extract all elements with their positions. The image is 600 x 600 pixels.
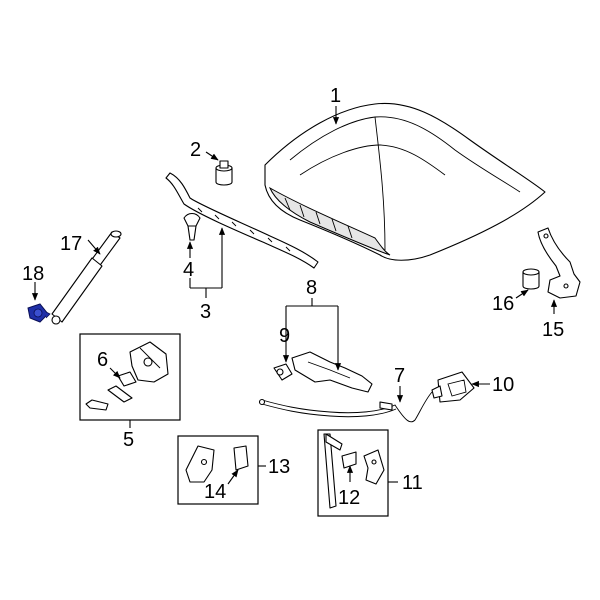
latch-bolt[interactable] [85,399,109,411]
prop-rod-bracket[interactable] [363,449,385,485]
callout-8: 8 [306,277,317,299]
hood-support-strut[interactable] [51,230,122,325]
latch-striker-part-6[interactable] [107,371,137,403]
callout-11: 11 [402,472,423,494]
prop-rod-holder-part-12[interactable] [341,451,357,469]
prop-rod[interactable] [323,433,343,509]
callout-15: 15 [542,319,564,341]
callout-14: 14 [204,481,226,503]
callout-6: 6 [97,349,108,371]
callout-17: 17 [60,233,82,255]
release-handle[interactable] [431,371,475,403]
callout-1: 1 [330,85,341,107]
callout-7: 7 [394,365,405,387]
side-bumper[interactable] [522,268,540,290]
hood-panel[interactable] [264,102,546,261]
prop-rod-box [317,429,389,517]
callout-2: 2 [190,139,201,161]
callout-labels: 1 2 3 4 5 6 7 8 9 10 11 12 13 14 15 16 1… [22,85,564,509]
leader-lines [31,106,558,485]
hood-bumper[interactable] [215,160,233,186]
latch-support-bracket[interactable] [291,351,373,393]
callout-16: 16 [492,293,514,315]
callout-13: 13 [268,456,290,478]
hood-seal-strip[interactable] [165,172,319,269]
safety-catch[interactable] [185,445,215,483]
hood-latch[interactable] [129,341,169,383]
seal-clip[interactable] [183,212,201,241]
ball-stud-highlighted[interactable] [27,303,51,323]
callout-18: 18 [22,263,44,285]
callout-5: 5 [123,429,134,451]
hood-hinge[interactable] [537,227,581,299]
callout-12: 12 [338,487,360,509]
safety-catch-box [177,435,259,505]
callout-9: 9 [279,325,290,347]
callout-3: 3 [200,301,211,323]
latch-sensor[interactable] [273,363,293,381]
callout-4: 4 [183,259,194,281]
release-cable[interactable] [258,391,433,423]
safety-catch-bracket-part-14[interactable] [233,445,249,471]
callout-10: 10 [492,374,514,396]
